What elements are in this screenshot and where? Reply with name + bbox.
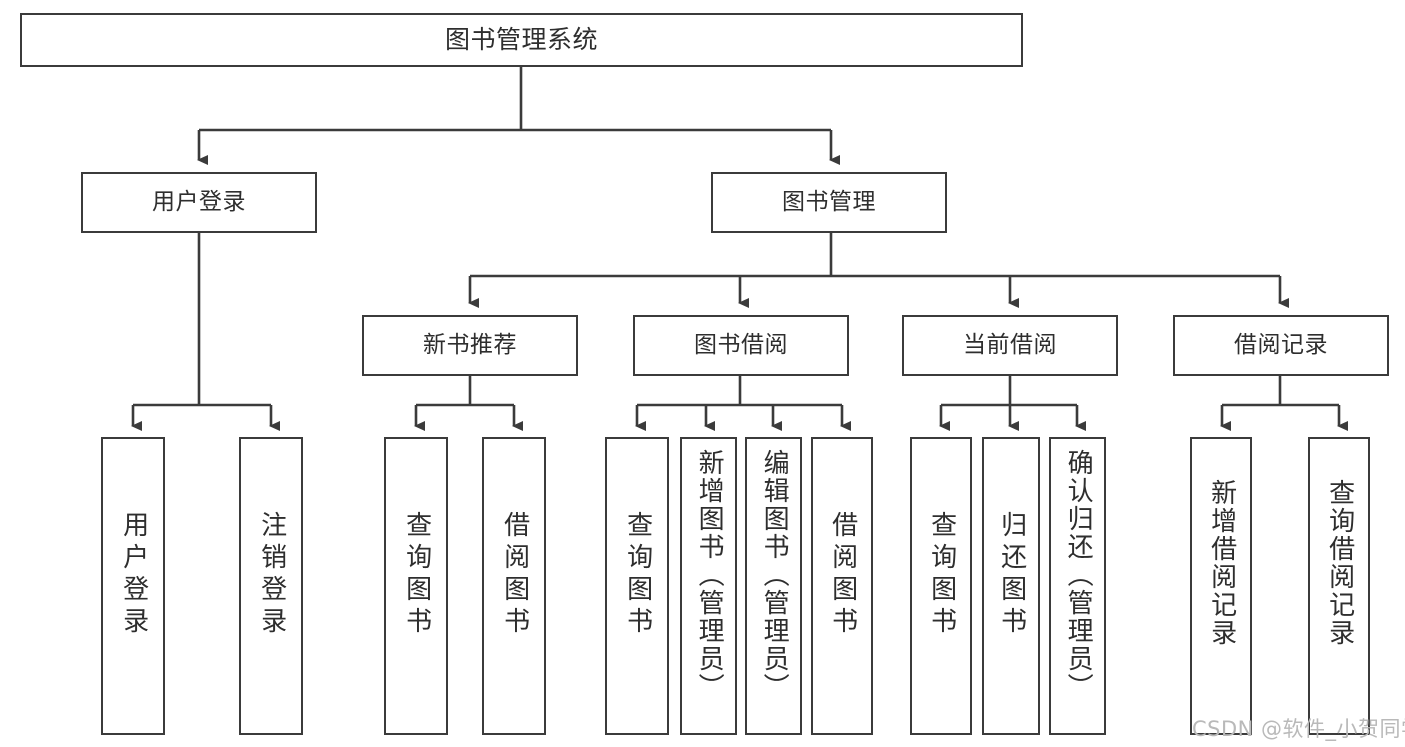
node-label: 借阅记录 — [1234, 331, 1328, 358]
leaf-borrow-record-add-record[interactable]: 新增借阅记录 — [1190, 437, 1252, 735]
node-label: 借阅图书 — [827, 511, 858, 639]
leaf-current-borrow-query-book[interactable]: 查询图书 — [910, 437, 972, 735]
node-label: 归还图书 — [996, 511, 1027, 639]
node-label: 当前借阅 — [963, 331, 1057, 358]
node-label: 注销登录 — [256, 511, 287, 639]
node-user-login[interactable]: 用户登录 — [81, 172, 317, 233]
node-label: 编辑图书（管理员） — [759, 449, 790, 701]
node-label: 查询图书 — [926, 511, 957, 639]
node-root-book-management-system[interactable]: 图书管理系统 — [20, 13, 1023, 67]
node-book-management[interactable]: 图书管理 — [711, 172, 947, 233]
leaf-new-book-query-book[interactable]: 查询图书 — [384, 437, 448, 735]
node-label: 用户登录 — [152, 188, 246, 215]
node-label: 图书管理 — [782, 188, 876, 215]
leaf-user-login-login[interactable]: 用户登录 — [101, 437, 165, 735]
leaf-book-borrow-add-book-admin[interactable]: 新增图书（管理员） — [680, 437, 737, 735]
node-label: 图书管理系统 — [444, 25, 598, 54]
leaf-new-book-borrow-book[interactable]: 借阅图书 — [482, 437, 546, 735]
node-label: 查询图书 — [622, 511, 653, 639]
node-borrow-record[interactable]: 借阅记录 — [1173, 315, 1389, 376]
leaf-borrow-record-query-record[interactable]: 查询借阅记录 — [1308, 437, 1370, 735]
leaf-current-borrow-confirm-return-admin[interactable]: 确认归还（管理员） — [1049, 437, 1106, 735]
leaf-book-borrow-edit-book-admin[interactable]: 编辑图书（管理员） — [745, 437, 802, 735]
node-current-borrow[interactable]: 当前借阅 — [902, 315, 1118, 376]
node-label: 确认归还（管理员） — [1063, 449, 1094, 701]
node-label: 新书推荐 — [423, 331, 517, 358]
leaf-book-borrow-query-book[interactable]: 查询图书 — [605, 437, 669, 735]
node-label: 图书借阅 — [694, 331, 788, 358]
leaf-book-borrow-borrow-book[interactable]: 借阅图书 — [811, 437, 873, 735]
node-label: 查询图书 — [401, 511, 432, 639]
node-new-book-recommendation[interactable]: 新书推荐 — [362, 315, 578, 376]
node-label: 新增借阅记录 — [1206, 479, 1237, 647]
leaf-user-login-logout[interactable]: 注销登录 — [239, 437, 303, 735]
leaf-current-borrow-return-book[interactable]: 归还图书 — [982, 437, 1040, 735]
node-label: 借阅图书 — [499, 511, 530, 639]
node-book-borrow[interactable]: 图书借阅 — [633, 315, 849, 376]
node-label: 新增图书（管理员） — [694, 449, 725, 701]
node-label: 用户登录 — [118, 511, 149, 639]
node-label: 查询借阅记录 — [1324, 479, 1355, 647]
